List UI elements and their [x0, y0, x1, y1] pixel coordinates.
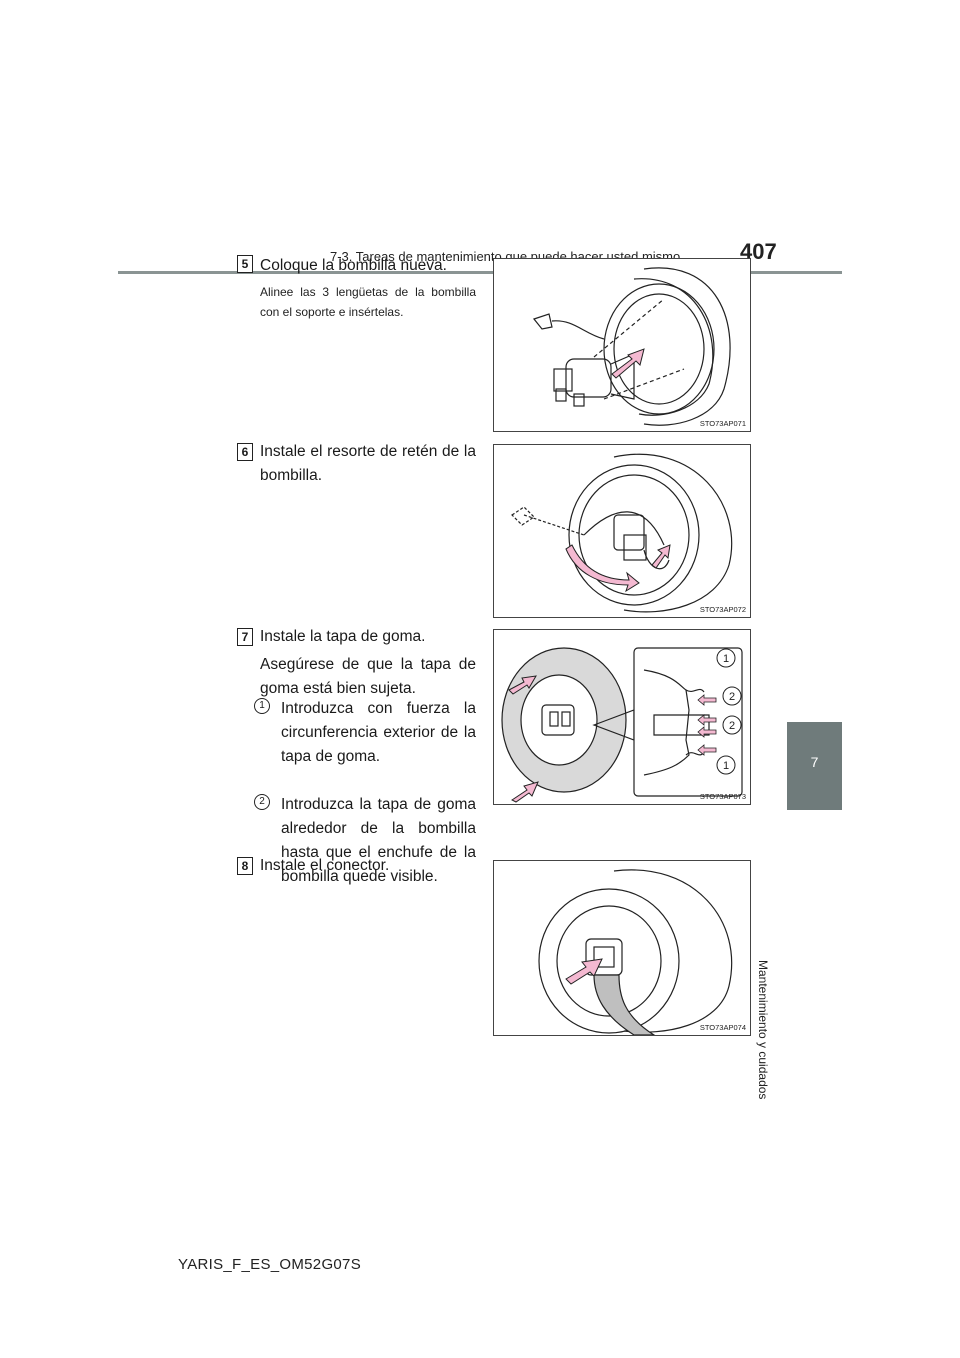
rotate-arrow-icon — [565, 544, 640, 593]
retainer-spring-illustration — [511, 453, 733, 613]
figure-bulb-insert: STO73AP071 — [493, 258, 751, 432]
push-arrow-icon — [651, 544, 671, 569]
callout-2-upper: 2 — [729, 691, 735, 703]
small-arrow-icon — [697, 744, 717, 756]
substep-2-text: Introduzca la tapa de goma alrededor de … — [281, 796, 476, 885]
step-6-title: Instale el resorte de retén de la bombil… — [260, 443, 476, 484]
step-7-title: Instale la tapa de goma. — [260, 628, 426, 645]
step-8-title: Instale el conector. — [260, 857, 390, 874]
chapter-tab: 7 — [787, 722, 842, 810]
chapter-number: 7 — [810, 754, 819, 770]
insert-arrow-icon — [611, 348, 645, 379]
small-arrow-icon — [697, 726, 717, 738]
callout-1-bottom: 1 — [723, 760, 729, 772]
figure-connector: STO73AP074 — [493, 860, 751, 1036]
figure-retainer-spring: STO73AP072 — [493, 444, 751, 618]
push-arrow-icon — [508, 675, 537, 695]
connector-illustration — [538, 869, 733, 1035]
step-7-detail: Asegúrese de que la tapa de goma está bi… — [260, 656, 476, 697]
small-arrow-icon — [697, 694, 717, 706]
rubber-cap-illustration: 1 2 2 1 — [501, 647, 743, 803]
figure-code: STO73AP072 — [699, 605, 746, 614]
step-number-6: 6 — [237, 443, 253, 461]
small-arrow-icon — [697, 714, 717, 726]
figure-code: STO73AP074 — [699, 1023, 746, 1032]
substep-1-text: Introduzca con fuerza la circunferencia … — [281, 700, 476, 765]
callout-2-lower: 2 — [729, 720, 735, 732]
figure-code: STO73AP073 — [699, 792, 746, 801]
push-arrow-icon — [565, 958, 603, 985]
model-code: YARIS_F_ES_OM52G07S — [178, 1256, 362, 1273]
step-number-8: 8 — [237, 857, 253, 875]
figure-code: STO73AP071 — [699, 419, 746, 428]
step-number-5: 5 — [237, 255, 253, 273]
step-5-note: Alinee las 3 lengüetas de la bombilla co… — [260, 285, 476, 319]
step-5-title: Coloque la bombilla nueva. — [260, 257, 447, 274]
callout-1-top: 1 — [723, 653, 729, 665]
header-rule — [118, 271, 842, 274]
substep-marker-2: 2 — [254, 794, 270, 810]
chapter-label: Mantenimiento y cuidados — [756, 960, 770, 1100]
figure-rubber-cap: 1 2 2 1 STO73AP073 — [493, 629, 751, 805]
push-arrow-icon — [511, 781, 539, 803]
substep-marker-1: 1 — [254, 698, 270, 714]
bulb-insert-illustration — [532, 267, 731, 426]
step-number-7: 7 — [237, 628, 253, 646]
